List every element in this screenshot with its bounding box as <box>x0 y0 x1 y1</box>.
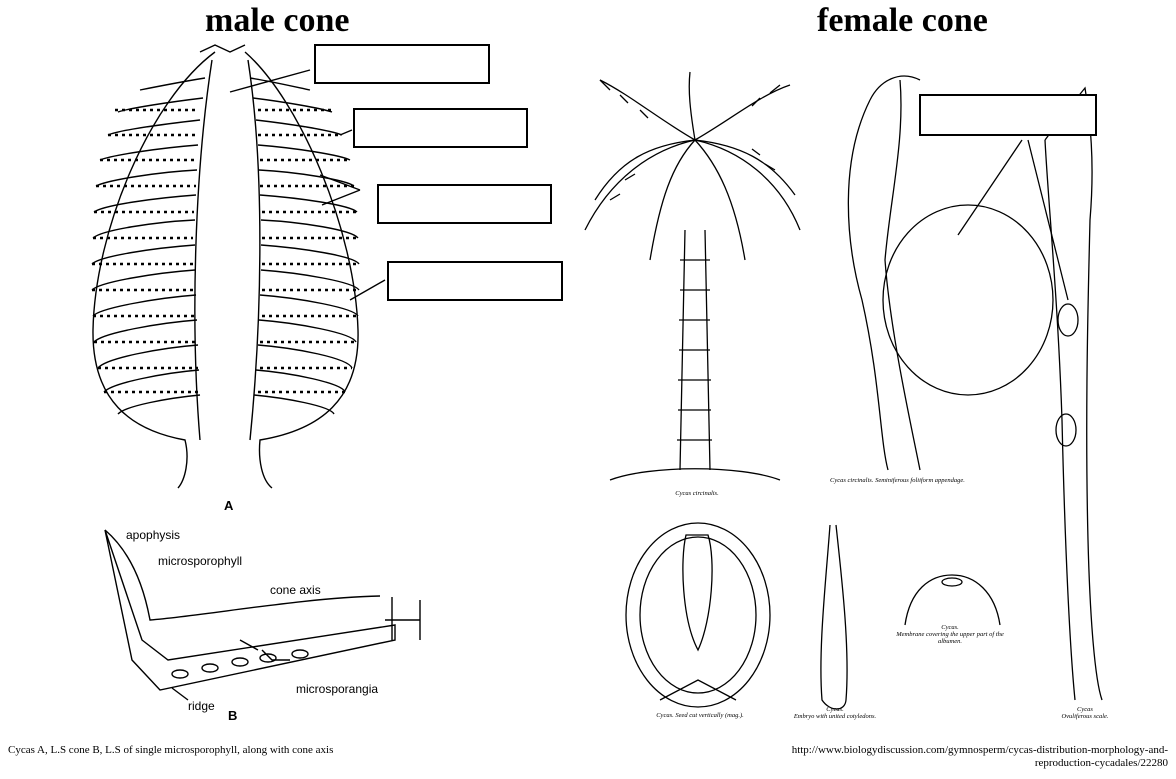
left-footer-caption: Cycas A, L.S cone B, L.S of single micro… <box>8 744 333 756</box>
caption-appendage: Cycas circinalis. Seminiferous foliiform… <box>830 477 1010 484</box>
caption-tree: Cycas circinalis. <box>652 490 742 497</box>
caption-membrane: Membrane covering the upper part of the … <box>885 631 1015 645</box>
caption-embryo-title: Cycas. <box>800 706 870 713</box>
caption-ovuliferous: Ovuliferous scale. <box>1040 713 1130 720</box>
right-footer-caption-line-1: http://www.biologydiscussion.com/gymnosp… <box>722 744 1168 756</box>
caption-embryo: Embryo with united cotyledons. <box>790 713 880 720</box>
caption-seed: Cycas. Seed cut vertically (mag.). <box>630 712 770 719</box>
right-footer-caption-line-2: reproduction-cycadales/22280 <box>722 757 1168 769</box>
caption-ovuliferous-title: Cycas <box>1055 706 1115 713</box>
caption-membrane-title: Cycas. <box>925 624 975 631</box>
